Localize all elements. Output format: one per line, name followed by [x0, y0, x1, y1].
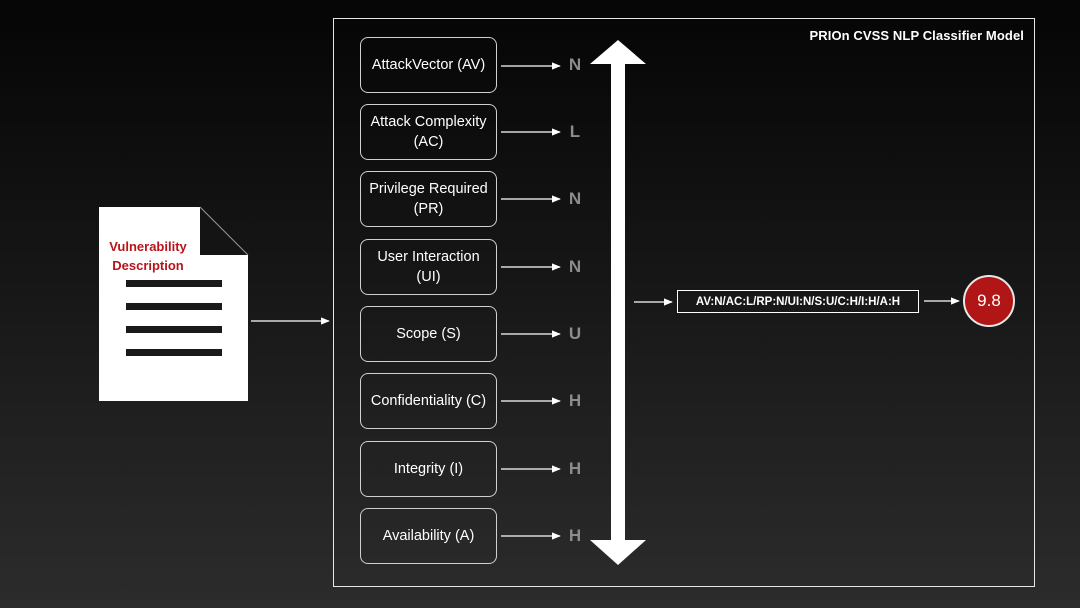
metric-box-availability: Availability (A) — [360, 508, 497, 564]
metric-value-attack-complexity: L — [569, 122, 581, 141]
document-label: Vulnerability Description — [109, 239, 187, 273]
aggregation-double-arrow — [590, 40, 646, 565]
model-frame: PRIOn CVSS NLP Classifier Model — [333, 18, 1035, 587]
metric-value-integrity: H — [568, 459, 582, 478]
cvss-score-badge: 9.8 — [963, 275, 1015, 327]
document-text-line — [126, 326, 222, 333]
cvss-vector-string: AV:N/AC:L/RP:N/UI:N/S:U/C:H/I:H/A:H — [677, 290, 919, 313]
document-text-line — [126, 280, 222, 287]
metric-box-user-interaction: User Interaction (UI) — [360, 239, 497, 295]
metric-value-user-interaction: N — [568, 257, 582, 276]
document-text-line — [126, 303, 222, 310]
document-text-line — [126, 349, 222, 356]
model-title: PRIOn CVSS NLP Classifier Model — [809, 28, 1024, 43]
metric-box-confidentiality: Confidentiality (C) — [360, 373, 497, 429]
metric-value-confidentiality: H — [568, 391, 582, 410]
metric-value-attack-vector: N — [568, 55, 582, 74]
metric-value-availability: H — [568, 526, 582, 545]
metric-value-scope: U — [568, 324, 582, 343]
metric-value-privilege-required: N — [568, 189, 582, 208]
metric-box-integrity: Integrity (I) — [360, 441, 497, 497]
metric-box-scope: Scope (S) — [360, 306, 497, 362]
metric-arrows — [501, 62, 561, 540]
metric-box-privilege-required: Privilege Required (PR) — [360, 171, 497, 227]
document-icon — [99, 206, 249, 401]
metric-box-attack-complexity: Attack Complexity (AC) — [360, 104, 497, 160]
metric-box-attack-vector: AttackVector (AV) — [360, 37, 497, 93]
